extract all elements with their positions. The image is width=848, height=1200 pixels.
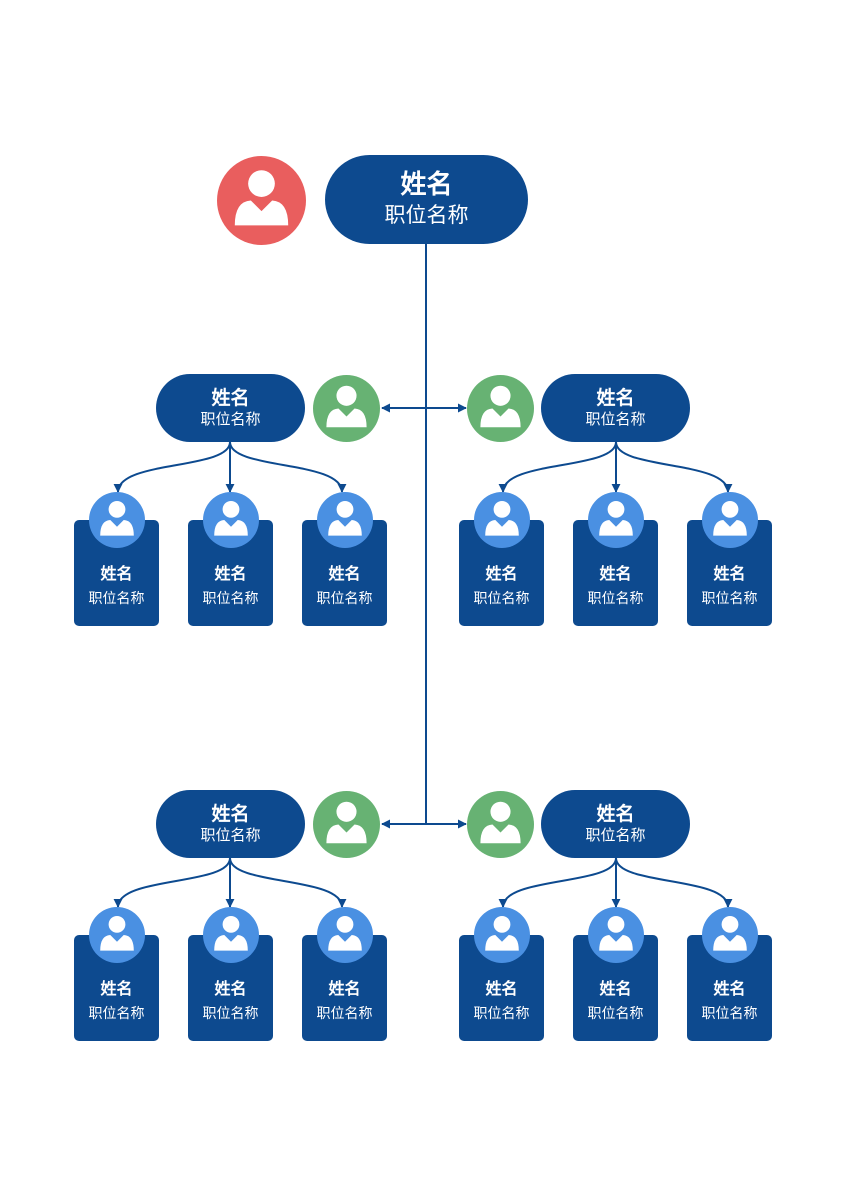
person-icon: [480, 801, 521, 844]
staff-title: 职位名称: [316, 591, 373, 607]
person-icon: [100, 500, 134, 536]
staff-avatar: [474, 907, 530, 963]
staff-name: 姓名: [328, 564, 361, 583]
person-icon: [328, 915, 362, 951]
person-icon: [100, 915, 134, 951]
staff-avatar: [89, 907, 145, 963]
staff-avatar: [588, 907, 644, 963]
staff-name: 姓名: [485, 564, 518, 583]
staff-title: 职位名称: [587, 591, 644, 607]
person-icon: [480, 385, 521, 428]
ceo-title: 职位名称: [384, 202, 469, 227]
manager-name: 姓名: [596, 386, 635, 409]
staff-avatar: [203, 492, 259, 548]
manager-avatar-1: [313, 375, 380, 442]
person-icon: [326, 385, 367, 428]
person-icon: [326, 801, 367, 844]
staff-name: 姓名: [713, 564, 746, 583]
person-icon: [485, 500, 519, 536]
person-icon: [234, 170, 289, 226]
manager-node-1: 姓名 职位名称: [156, 374, 305, 442]
staff-title: 职位名称: [316, 1006, 373, 1022]
staff-avatar: [317, 492, 373, 548]
person-icon: [713, 915, 747, 951]
person-icon: [214, 915, 248, 951]
person-icon: [713, 500, 747, 536]
manager-node-4: 姓名 职位名称: [541, 790, 690, 858]
staff-avatar: [203, 907, 259, 963]
staff-title: 职位名称: [473, 591, 530, 607]
staff-title: 职位名称: [473, 1006, 530, 1022]
staff-name: 姓名: [485, 979, 518, 998]
staff-card: 姓名 职位名称: [687, 935, 772, 1041]
staff-name: 姓名: [100, 564, 133, 583]
manager-node-3: 姓名 职位名称: [156, 790, 305, 858]
staff-title: 职位名称: [587, 1006, 644, 1022]
manager-avatar-3: [313, 791, 380, 858]
person-icon: [485, 915, 519, 951]
ceo-avatar: [217, 156, 306, 245]
staff-avatar: [474, 492, 530, 548]
staff-title: 职位名称: [202, 591, 259, 607]
staff-avatar: [702, 907, 758, 963]
staff-title: 职位名称: [88, 591, 145, 607]
manager-name: 姓名: [596, 802, 635, 825]
ceo-name: 姓名: [400, 169, 453, 200]
staff-avatar: [588, 492, 644, 548]
staff-title: 职位名称: [202, 1006, 259, 1022]
staff-name: 姓名: [214, 979, 247, 998]
staff-name: 姓名: [100, 979, 133, 998]
manager-name: 姓名: [211, 802, 250, 825]
manager-avatar-4: [467, 791, 534, 858]
staff-title: 职位名称: [701, 1006, 758, 1022]
staff-name: 姓名: [713, 979, 746, 998]
staff-title: 职位名称: [701, 591, 758, 607]
person-icon: [328, 500, 362, 536]
staff-avatar: [89, 492, 145, 548]
staff-card: 姓名 职位名称: [573, 935, 658, 1041]
staff-title: 职位名称: [88, 1006, 145, 1022]
manager-node-2: 姓名 职位名称: [541, 374, 690, 442]
staff-name: 姓名: [599, 564, 632, 583]
manager-title: 职位名称: [585, 410, 646, 429]
staff-card: 姓名 职位名称: [687, 520, 772, 626]
person-icon: [214, 500, 248, 536]
staff-name: 姓名: [599, 979, 632, 998]
manager-title: 职位名称: [200, 410, 261, 429]
manager-title: 职位名称: [200, 826, 261, 845]
person-icon: [599, 915, 633, 951]
staff-name: 姓名: [214, 564, 247, 583]
person-icon: [599, 500, 633, 536]
ceo-node: 姓名 职位名称: [325, 155, 528, 244]
staff-name: 姓名: [328, 979, 361, 998]
staff-avatar: [317, 907, 373, 963]
staff-avatar: [702, 492, 758, 548]
manager-title: 职位名称: [585, 826, 646, 845]
manager-avatar-2: [467, 375, 534, 442]
manager-name: 姓名: [211, 386, 250, 409]
